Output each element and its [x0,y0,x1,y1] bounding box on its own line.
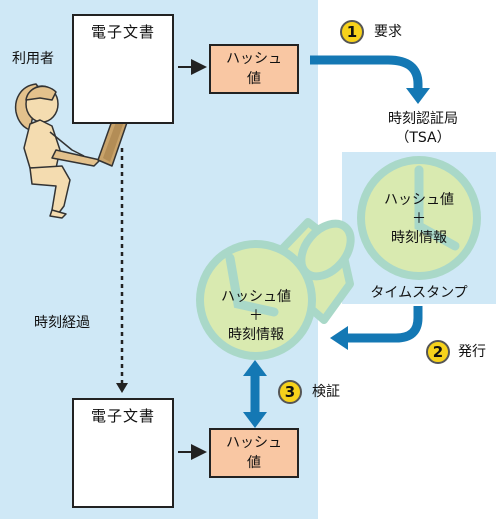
hash-label-line2: 値 [247,455,261,471]
issue-arrow [346,306,423,343]
issued-stamp-line3: 時刻情報 [228,327,284,343]
electronic-document-top: 電子文書 [72,14,174,124]
hash-box-top: ハッシュ 値 [209,44,299,94]
issue-arrowhead [330,326,348,350]
tsa-abbr: （TSA） [395,130,451,146]
issued-stamp-line1: ハッシュ値 [221,289,291,305]
hash-label-line1: ハッシュ [226,51,282,67]
issued-stamp-line2: ＋ [249,308,263,324]
step-badge-3: 3 [278,380,302,404]
elapsed-time-label: 時刻経過 [34,315,90,331]
tsa-stamp-face [357,156,481,280]
tsa-stamp-line1: ハッシュ値 [384,192,454,208]
request-label: 要求 [374,24,402,40]
elapsed-time-arrowhead [116,383,128,393]
tsa-stamp-line3: 時刻情報 [391,230,447,246]
verify-arrowhead-up [243,360,267,376]
verify-label: 検証 [312,384,340,400]
hash-label-line2: 値 [247,71,261,87]
timestamp-caption: タイムスタンプ [370,285,468,301]
request-arrowhead [406,88,430,104]
tsa-stamp-line2: ＋ [412,211,426,227]
step-badge-2: 2 [426,340,450,364]
issued-stamp [196,218,355,360]
document-title: 電子文書 [90,23,155,41]
issued-stamp-text: ハッシュ値 ＋ 時刻情報 [196,288,316,345]
tsa-stamp-text: ハッシュ値 ＋ 時刻情報 [359,191,479,248]
user-label: 利用者 [12,51,54,67]
hash-box-bottom: ハッシュ 値 [209,428,299,478]
request-arrow [310,55,423,90]
hash-label-line1: ハッシュ [226,435,282,451]
issue-label: 発行 [458,344,486,360]
tsa-name: 時刻認証局 [388,111,458,127]
document-title: 電子文書 [90,407,155,425]
electronic-document-bottom: 電子文書 [72,398,174,508]
step-badge-1: 1 [340,20,364,44]
verify-arrowhead-down [243,412,267,428]
